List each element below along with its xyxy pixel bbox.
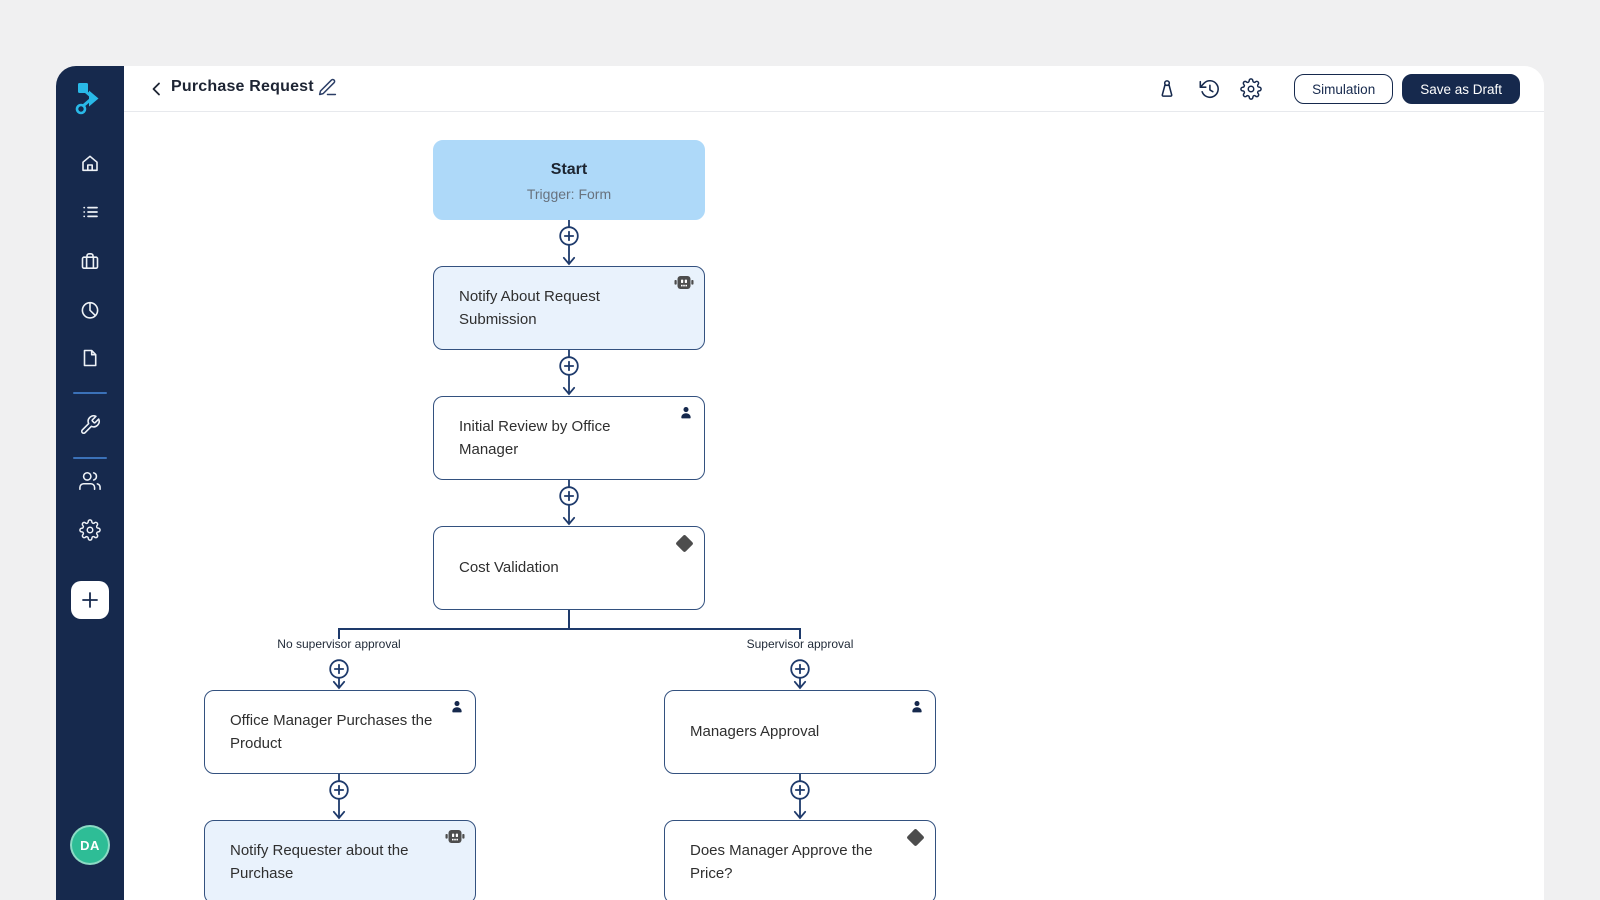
branch-label-right: Supervisor approval [747, 637, 854, 651]
node-title: Cost Validation [459, 556, 559, 579]
node-title: Managers Approval [690, 720, 819, 743]
avatar-initials: DA [80, 838, 100, 853]
sidebar-divider [73, 457, 107, 459]
sidebar-item-templates[interactable] [79, 347, 101, 369]
branch-label-left: No supervisor approval [277, 637, 400, 651]
sidebar-item-analytics[interactable] [79, 299, 101, 321]
sidebar-item-team[interactable] [79, 470, 101, 492]
node-title: Notify Requester about the Purchase [230, 839, 433, 886]
node-title: Start [551, 158, 587, 183]
bot-icon [674, 275, 694, 291]
flow-node-initial-review-by-office-manager[interactable]: Initial Review by Office Manager [433, 396, 705, 480]
sidebar-item-workflows[interactable] [79, 250, 101, 272]
bot-icon [445, 829, 465, 845]
add-step-connector[interactable] [557, 220, 581, 266]
branch-line [338, 628, 801, 630]
branch-line [568, 610, 570, 630]
node-title: Office Manager Purchases the Product [230, 709, 433, 756]
sidebar-item-tools[interactable] [79, 414, 101, 436]
add-step-connector[interactable] [788, 774, 812, 820]
add-workflow-button[interactable] [71, 581, 109, 619]
node-title: Initial Review by Office Manager [459, 415, 662, 462]
node-subtitle: Trigger: Form [527, 186, 611, 202]
condition-diamond-icon [674, 535, 694, 551]
add-step-connector[interactable] [327, 774, 351, 820]
node-title: Does Manager Approve the Price? [690, 839, 893, 886]
condition-diamond-icon [905, 829, 925, 845]
sidebar-item-home[interactable] [79, 152, 101, 174]
flow-node-office-manager-purchases-the-product[interactable]: Office Manager Purchases the Product [204, 690, 476, 774]
flow-node-notify-requester-about-the-purchase[interactable]: Notify Requester about the Purchase [204, 820, 476, 900]
flow-node-does-manager-approve-the-price[interactable]: Does Manager Approve the Price? [664, 820, 936, 900]
person-icon [445, 699, 465, 715]
flow-node-start[interactable]: Start Trigger: Form [433, 140, 705, 220]
person-icon [905, 699, 925, 715]
header-actions: Simulation Save as Draft [1136, 74, 1520, 104]
avatar[interactable]: DA [70, 825, 110, 865]
weight-icon[interactable] [1156, 78, 1178, 100]
settings-gear-icon[interactable] [1240, 78, 1262, 100]
header: Purchase Request [124, 66, 1544, 112]
edit-title-pencil-icon[interactable] [317, 77, 338, 98]
plus-icon [80, 590, 100, 610]
simulation-button[interactable]: Simulation [1294, 74, 1393, 104]
page-title: Purchase Request [171, 78, 314, 96]
app-logo-icon [73, 80, 107, 118]
add-step-connector[interactable] [327, 659, 351, 690]
add-step-connector[interactable] [557, 350, 581, 396]
sidebar-item-tasks[interactable] [79, 201, 101, 223]
save-as-draft-button[interactable]: Save as Draft [1402, 74, 1520, 104]
add-step-connector[interactable] [557, 480, 581, 526]
add-step-connector[interactable] [788, 659, 812, 690]
flow-node-notify-about-request-submission[interactable]: Notify About Request Submission [433, 266, 705, 350]
person-icon [674, 405, 694, 421]
back-button[interactable] [146, 78, 168, 100]
flow-node-cost-validation[interactable]: Cost Validation [433, 526, 705, 610]
node-title: Notify About Request Submission [459, 285, 662, 332]
sidebar-item-settings[interactable] [79, 519, 101, 541]
history-icon[interactable] [1198, 78, 1220, 100]
flow-node-managers-approval[interactable]: Managers Approval [664, 690, 936, 774]
sidebar-divider [73, 392, 107, 394]
